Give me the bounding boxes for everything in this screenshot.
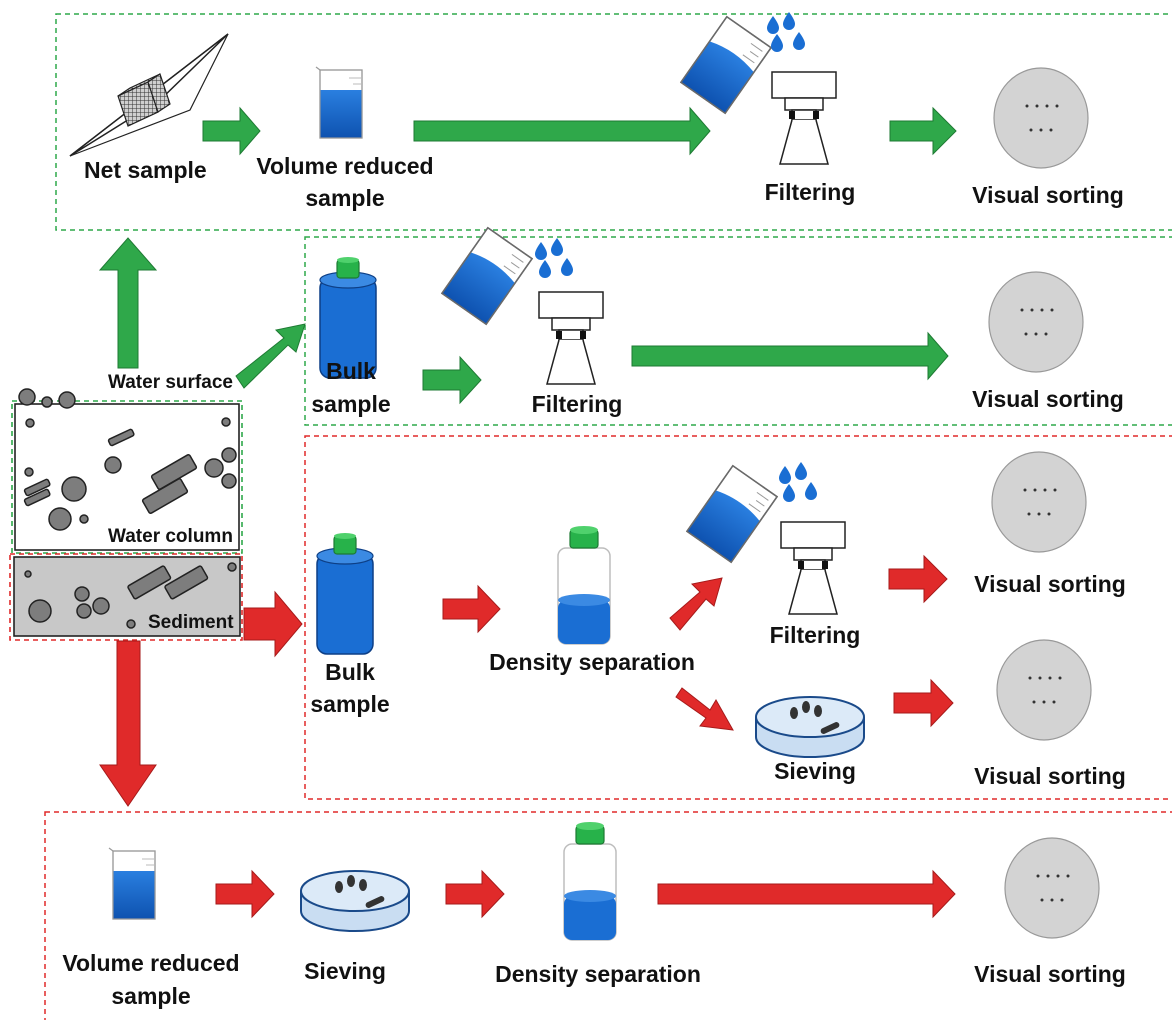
arrow-sieve-to-density-4 [445,869,505,919]
pouring-beaker-icon [441,226,533,326]
bulk-sample-label-line1: Bulk [326,358,376,384]
filtering-label: Filtering [764,179,856,205]
filter-funnel-icon [538,291,604,385]
row1-box [55,13,1172,231]
water-column-particles [23,417,237,531]
sorting-plate-icon [988,271,1084,373]
arrow-density-to-sorting-4 [657,869,956,919]
water-surface-label: Water surface [108,372,233,393]
beaker-icon [315,66,363,139]
row2-box [304,236,1172,426]
water-column-panel [11,400,243,554]
row4-box [44,811,1172,1020]
pouring-beaker-icon [680,15,772,115]
arrow-volume-to-sieve-4 [215,869,275,919]
water-drops-icon [767,12,805,52]
volume-reduced-label-line2: sample [111,983,191,1009]
arrow-net-to-volume [202,106,261,156]
density-jar-icon [557,525,611,645]
visual-sorting-label: Visual sorting [974,571,1126,597]
arrow-bulk-to-filter [422,355,482,405]
visual-sorting-label: Visual sorting [974,961,1126,987]
volume-reduced-label-line1: Volume reduced [62,950,240,976]
volume-reduced-label-line2: sample [305,185,385,211]
visual-sorting-label: Visual sorting [972,182,1124,208]
arrow-filter-to-sorting-1 [889,106,957,156]
pouring-beaker-icon [686,464,778,564]
arrow-sediment-down [99,640,157,807]
sediment-particles [24,562,237,629]
sieving-label: Sieving [304,958,386,984]
filtering-label: Filtering [769,622,861,648]
density-jar-icon [563,821,617,941]
sample-bottle-icon [316,532,374,655]
arrow-water-surface-to-bulk [235,323,306,389]
arrow-density-to-filter [669,577,723,631]
arrow-sieve-to-sorting-3b [893,678,954,728]
arrow-bulk-to-density [442,584,501,634]
sieving-label: Sieving [774,758,856,784]
bulk-sample-label-line2: sample [311,391,391,417]
arrow-filter-to-sorting-3a [888,554,948,604]
net-icon [69,33,229,157]
water-drops-icon [535,238,573,278]
density-separation-label: Density separation [495,961,701,987]
filter-funnel-icon [771,71,837,165]
beaker-icon [108,847,156,920]
arrow-density-to-sieve [675,687,734,731]
bulk-sample-label-line2: sample [310,691,390,717]
filter-funnel-icon [780,521,846,615]
surface-particles [18,388,76,409]
green-arrows [98,106,957,405]
filtering-label: Filtering [531,391,623,417]
net-sample-label: Net sample [84,157,207,183]
arrow-filter-to-sorting-2 [631,331,949,381]
sorting-plate-icon [1004,837,1100,939]
sorting-plate-icon [991,451,1087,553]
water-drops-icon [779,462,817,502]
visual-sorting-label: Visual sorting [972,386,1124,412]
arrow-sediment-to-bulk [243,590,303,658]
visual-sorting-label: Visual sorting [974,763,1126,789]
sorting-plate-icon [993,67,1089,169]
sieve-dish-icon [755,696,865,758]
arrow-volume-to-filter [413,106,711,156]
volume-reduced-label-line1: Volume reduced [256,153,434,179]
sorting-plate-icon [996,639,1092,741]
water-column-label: Water column [108,526,233,547]
red-arrows [99,554,956,919]
row3-box [304,435,1172,800]
density-separation-label: Density separation [489,649,695,675]
sediment-label: Sediment [148,612,234,633]
bulk-sample-label-line1: Bulk [325,659,375,685]
arrow-water-surface-up [98,237,158,369]
sieve-dish-icon [300,870,410,932]
